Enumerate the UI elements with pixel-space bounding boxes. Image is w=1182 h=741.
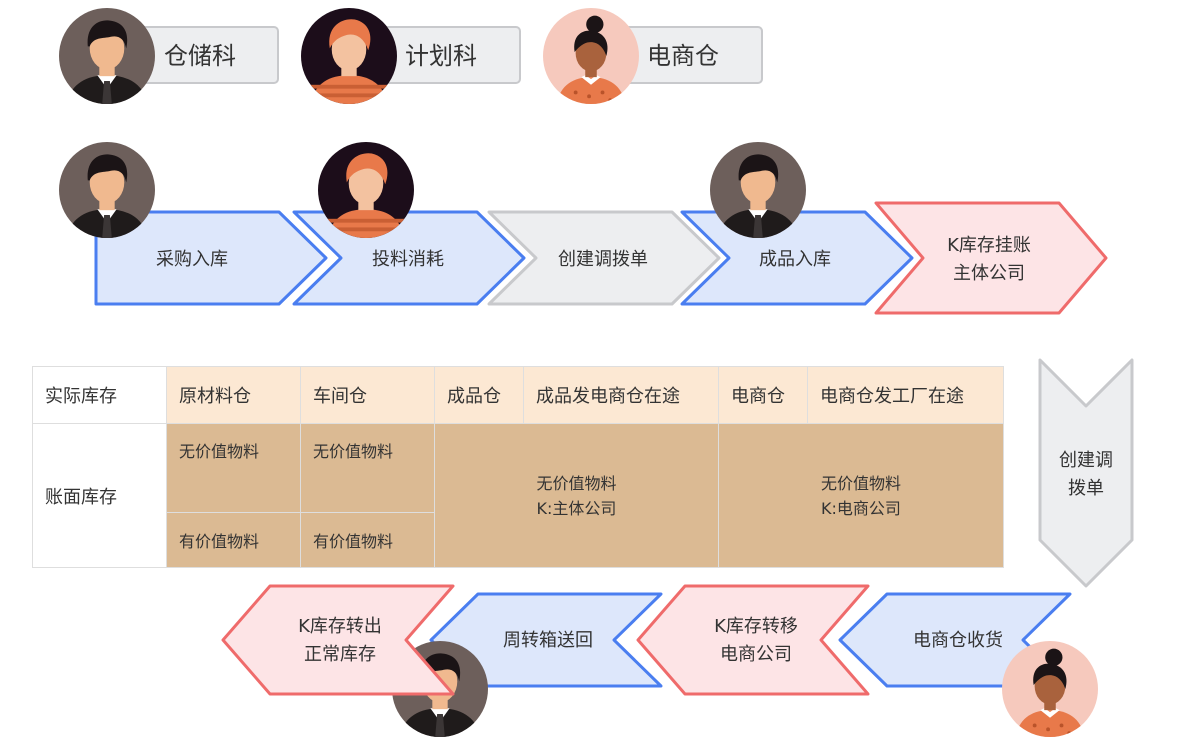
man-tie-avatar-icon xyxy=(59,142,155,238)
man-orange-hair-avatar-icon xyxy=(301,8,397,104)
step-ecommerce-receive: 电商仓收货 xyxy=(838,592,1098,737)
man-tie-avatar-icon xyxy=(710,142,806,238)
book-stock-row-valued: 有价值物料 有价值物料 xyxy=(33,512,1004,568)
legend-label: 电商仓 xyxy=(647,42,719,70)
step-label: 投料消耗 xyxy=(372,249,444,270)
man-tie-avatar-icon xyxy=(59,8,155,104)
step-create-transfer-vertical: 创建调 拨单 xyxy=(1038,358,1134,588)
woman-bun-avatar-icon xyxy=(543,8,639,104)
k-company: K:主体公司 xyxy=(536,498,617,518)
step-k-stock-to-normal: K库存转出 正常库存 xyxy=(221,584,455,696)
inventory-table: 实际库存 原材料仓 车间仓 成品仓 成品发电商仓在途 电商仓 电商仓发工厂在途 … xyxy=(32,366,1004,568)
step-label: 创建调 xyxy=(1059,450,1113,471)
man-orange-hair-avatar-icon xyxy=(318,142,414,238)
legend-label: 计划科 xyxy=(405,42,477,70)
book-stock-label: 账面库存 xyxy=(32,423,167,568)
woman-bun-avatar-icon xyxy=(1002,641,1098,737)
step-create-transfer: 创建调拨单 xyxy=(487,210,721,306)
warehouse-finished-in-transit: 成品发电商仓在途 xyxy=(523,366,719,424)
step-label: K库存转移 xyxy=(714,616,798,637)
step-label: 正常库存 xyxy=(304,644,376,665)
actual-stock-row: 实际库存 原材料仓 车间仓 成品仓 成品发电商仓在途 电商仓 电商仓发工厂在途 xyxy=(32,366,1004,424)
legend-planning: 计划科 xyxy=(301,8,521,104)
step-k-stock-transfer-ecommerce: K库存转移 电商公司 xyxy=(636,584,870,696)
step-material-consumption: 投料消耗 xyxy=(292,142,526,306)
step-label: 创建调拨单 xyxy=(558,249,648,270)
material-type: 无价值物料 xyxy=(820,473,901,493)
workshop-valued-cell: 有价值物料 xyxy=(300,512,435,568)
k-company: K:电商公司 xyxy=(821,498,901,518)
legend-ecommerce: 电商仓 xyxy=(543,8,763,104)
step-tote-return: 周转箱送回 xyxy=(392,592,663,737)
material-type: 无价值物料 xyxy=(536,473,617,493)
step-label: K库存转出 xyxy=(298,616,382,637)
step-label: 拨单 xyxy=(1068,478,1104,499)
legend-storage: 仓储科 xyxy=(59,8,279,104)
warehouse-workshop: 车间仓 xyxy=(300,366,435,424)
workshop-no-value-cell: 无价值物料 xyxy=(300,423,435,513)
finished-group-cell: 无价值物料 K:主体公司 xyxy=(434,423,719,568)
step-label: 电商仓收货 xyxy=(913,630,1003,651)
step-label: 主体公司 xyxy=(953,263,1025,284)
step-label: 成品入库 xyxy=(759,249,831,270)
step-label: 采购入库 xyxy=(156,249,228,270)
raw-valued-cell: 有价值物料 xyxy=(166,512,301,568)
warehouse-finished: 成品仓 xyxy=(434,366,524,424)
step-purchase-inbound: 采购入库 xyxy=(59,142,328,306)
step-label: 电商公司 xyxy=(720,644,792,665)
warehouse-raw-material: 原材料仓 xyxy=(166,366,301,424)
book-stock-row: 账面库存 无价值物料 无价值物料 无价值物料 K:主体公司 无价值物料 K:电商… xyxy=(32,423,1004,568)
raw-no-value-cell: 无价值物料 xyxy=(166,423,301,513)
legend-label: 仓储科 xyxy=(164,42,236,70)
step-finished-inbound: 成品入库 xyxy=(680,142,914,306)
actual-stock-label: 实际库存 xyxy=(32,366,167,424)
step-label: 周转箱送回 xyxy=(503,630,593,651)
warehouse-ecommerce-in-transit: 电商仓发工厂在途 xyxy=(807,366,1004,424)
step-label: K库存挂账 xyxy=(947,235,1031,256)
warehouse-ecommerce: 电商仓 xyxy=(718,366,808,424)
step-k-stock-main-company: K库存挂账 主体公司 xyxy=(874,201,1108,315)
ecommerce-group-cell: 无价值物料 K:电商公司 xyxy=(718,423,1004,568)
